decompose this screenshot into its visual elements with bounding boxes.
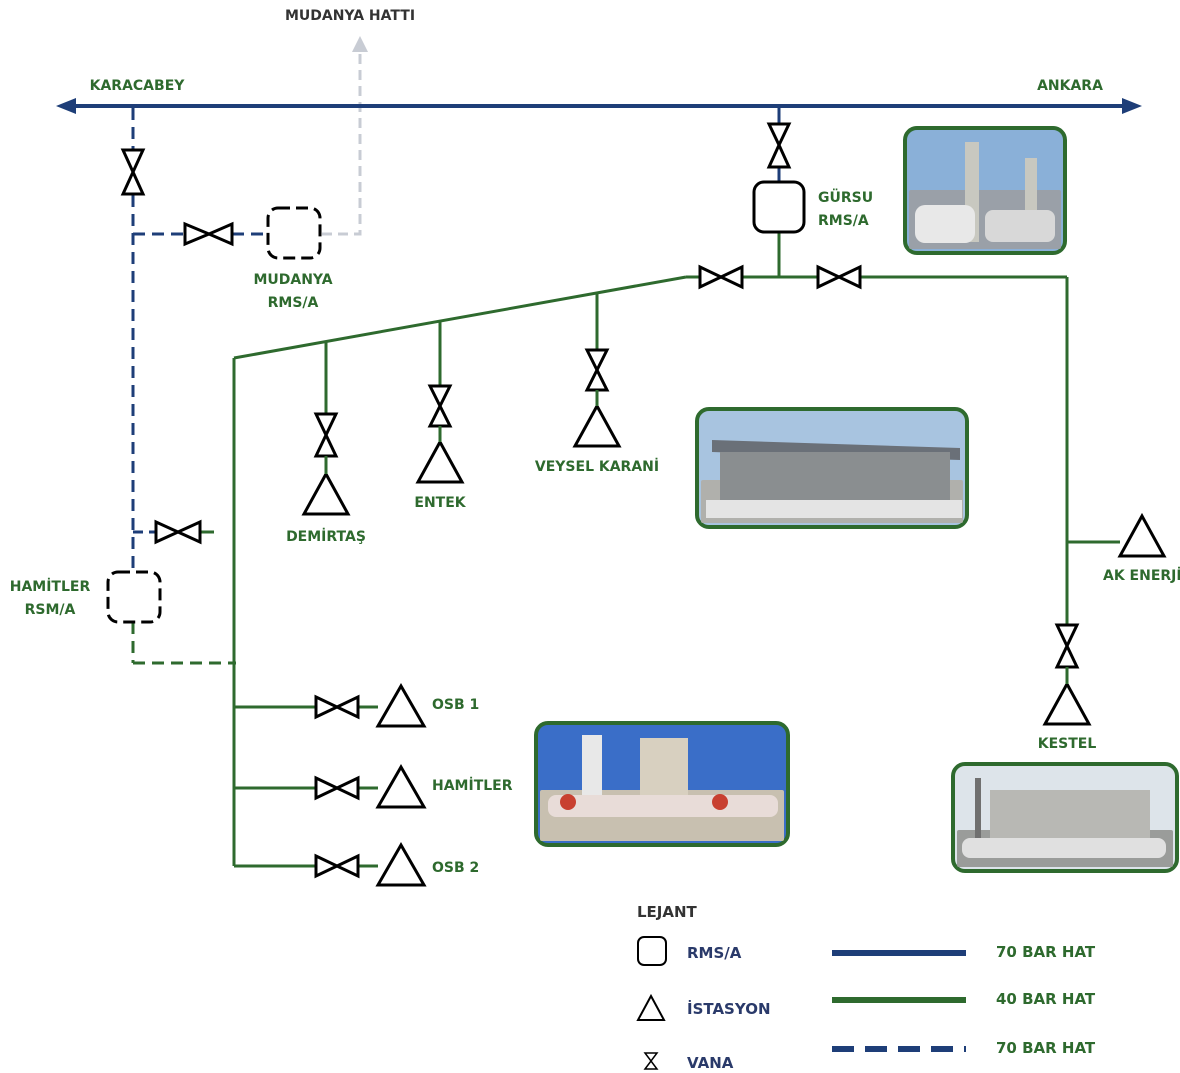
legend-rms-label: RMS/A [687,944,742,962]
photo-hamitler [534,721,790,847]
legend-title: LEJANT [637,903,698,921]
legend-vana-icon [643,1052,659,1070]
label-osb1: OSB 1 [432,697,479,713]
legend-vana-label: VANA [687,1054,734,1072]
label-ak-enerji: AK ENERJİ [1103,567,1180,584]
vana-icon [183,221,234,247]
vana-icon [427,384,453,428]
label-mudanya-hatti: MUDANYA HATTI [285,8,415,24]
photo-gursu [903,126,1067,255]
legend-line-70-solid-label: 70 BAR HAT [996,943,1096,961]
istasyon-icon-ak-enerji [1117,512,1167,558]
vana-icon [816,264,862,290]
legend-line-70-dashed-label: 70 BAR HAT [996,1039,1096,1057]
vana-icon [1054,623,1080,669]
legend-istasyon-icon [636,993,666,1021]
rms-icon-gursu [752,180,806,234]
photo-kestel [951,762,1179,873]
label-gursu-rms: RMS/A [818,213,869,229]
dashed-line-green [131,622,236,665]
mudanya-line [322,36,368,236]
vana-icon [313,412,339,458]
label-ankara: ANKARA [1037,78,1103,94]
rms-icon-hamitler [106,570,162,624]
istasyon-icon-osb1 [375,682,427,728]
istasyon-icon-veysel-karani [572,402,622,448]
label-hamitler-rsm-2: RSM/A [25,602,76,618]
photo-veysel-karani [695,407,969,529]
istasyon-icon-demirtas [301,470,351,516]
vana-icon [766,122,792,169]
vana-icon [314,853,360,879]
istasyon-icon-hamitler [375,763,427,809]
label-veysel-karani: VEYSEL KARANİ [535,458,659,475]
label-osb2: OSB 2 [432,860,479,876]
vana-icon [584,348,610,392]
label-kestel: KESTEL [1038,736,1097,752]
label-karacabey: KARACABEY [90,78,186,94]
label-hamitler: HAMİTLER [432,777,513,794]
legend: LEJANT RMS/A İSTASYON VANA 70 BAR HAT 40… [636,903,1096,1072]
rms-icon-mudanya [266,206,322,260]
vana-icon [154,519,202,545]
istasyon-icon-kestel [1042,680,1092,726]
label-mudanya-rms: MUDANYA [253,272,332,288]
istasyon-icon-entek [415,438,465,484]
vana-icon [314,775,360,801]
legend-line-40-solid-label: 40 BAR HAT [996,990,1096,1008]
dashed-line-70-bar [131,108,268,572]
label-mudanya-rms-2: RMS/A [268,295,319,311]
istasyon-icon-osb2 [375,841,427,887]
network-40-bar [200,232,1120,868]
label-entek: ENTEK [414,495,466,511]
legend-rms-icon [637,936,667,966]
label-hamitler-rsm: HAMİTLER [10,578,91,595]
vana-icon [698,264,744,290]
vana-icon [120,148,146,196]
vana-icon [314,694,360,720]
main-line-70-bar [56,98,1142,114]
legend-istasyon-label: İSTASYON [687,999,771,1018]
label-demirtas: DEMİRTAŞ [286,528,366,545]
label-gursu: GÜRSU [818,188,873,206]
